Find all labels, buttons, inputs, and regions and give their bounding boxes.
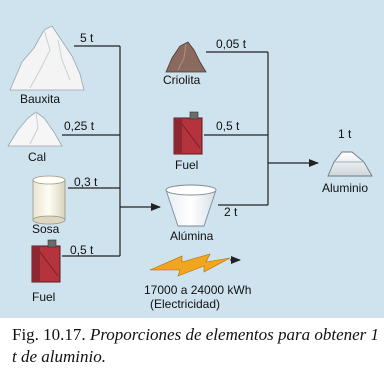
- left-flow-lines: [62, 45, 161, 257]
- cal-pile-icon: [7, 111, 63, 147]
- fuel-center-quantity: 0,5 t: [216, 119, 240, 133]
- fuel-can-center-icon: [173, 111, 203, 155]
- aluminio-quantity: 1 t: [338, 127, 352, 141]
- sosa-label: Sosa: [32, 222, 60, 236]
- electricity-amount: 17000 a 24000 kWh: [144, 283, 252, 297]
- electricity-label: (Electricidad): [150, 297, 221, 311]
- fuel-left-label: Fuel: [32, 290, 56, 304]
- alumina-label: Alúmina: [170, 229, 214, 243]
- aluminio-ingot-icon: [327, 151, 373, 177]
- bauxita-pile-icon: [9, 25, 85, 91]
- figure-caption: Fig. 10.17. Proporciones de elementos pa…: [12, 324, 382, 368]
- fuel-left-quantity: 0,5 t: [70, 243, 94, 257]
- caption-number: Fig. 10.17.: [12, 325, 86, 344]
- right-flow-lines: [204, 51, 319, 206]
- diagram-graphics: [7, 25, 373, 283]
- cal-label: Cal: [28, 150, 47, 164]
- fuel-center-label: Fuel: [175, 158, 199, 172]
- criolita-label: Criolita: [163, 73, 201, 87]
- sosa-container-icon: [32, 175, 66, 225]
- sosa-quantity: 0,3 t: [74, 175, 98, 189]
- fuel-can-left-icon: [31, 239, 61, 283]
- caption-text: Proporciones de elementos para obtener 1…: [12, 325, 380, 366]
- bauxita-quantity: 5 t: [80, 31, 94, 45]
- electricity-bolt-icon: [149, 253, 241, 277]
- criolita-pile-icon: [165, 41, 207, 73]
- bauxita-label: Bauxita: [20, 92, 61, 106]
- criolita-quantity: 0,05 t: [216, 37, 247, 51]
- alumina-quantity: 2 t: [224, 205, 238, 219]
- alumina-bowl-icon: [165, 184, 217, 227]
- cal-quantity: 0,25 t: [64, 119, 95, 133]
- aluminio-label: Aluminio: [322, 181, 369, 195]
